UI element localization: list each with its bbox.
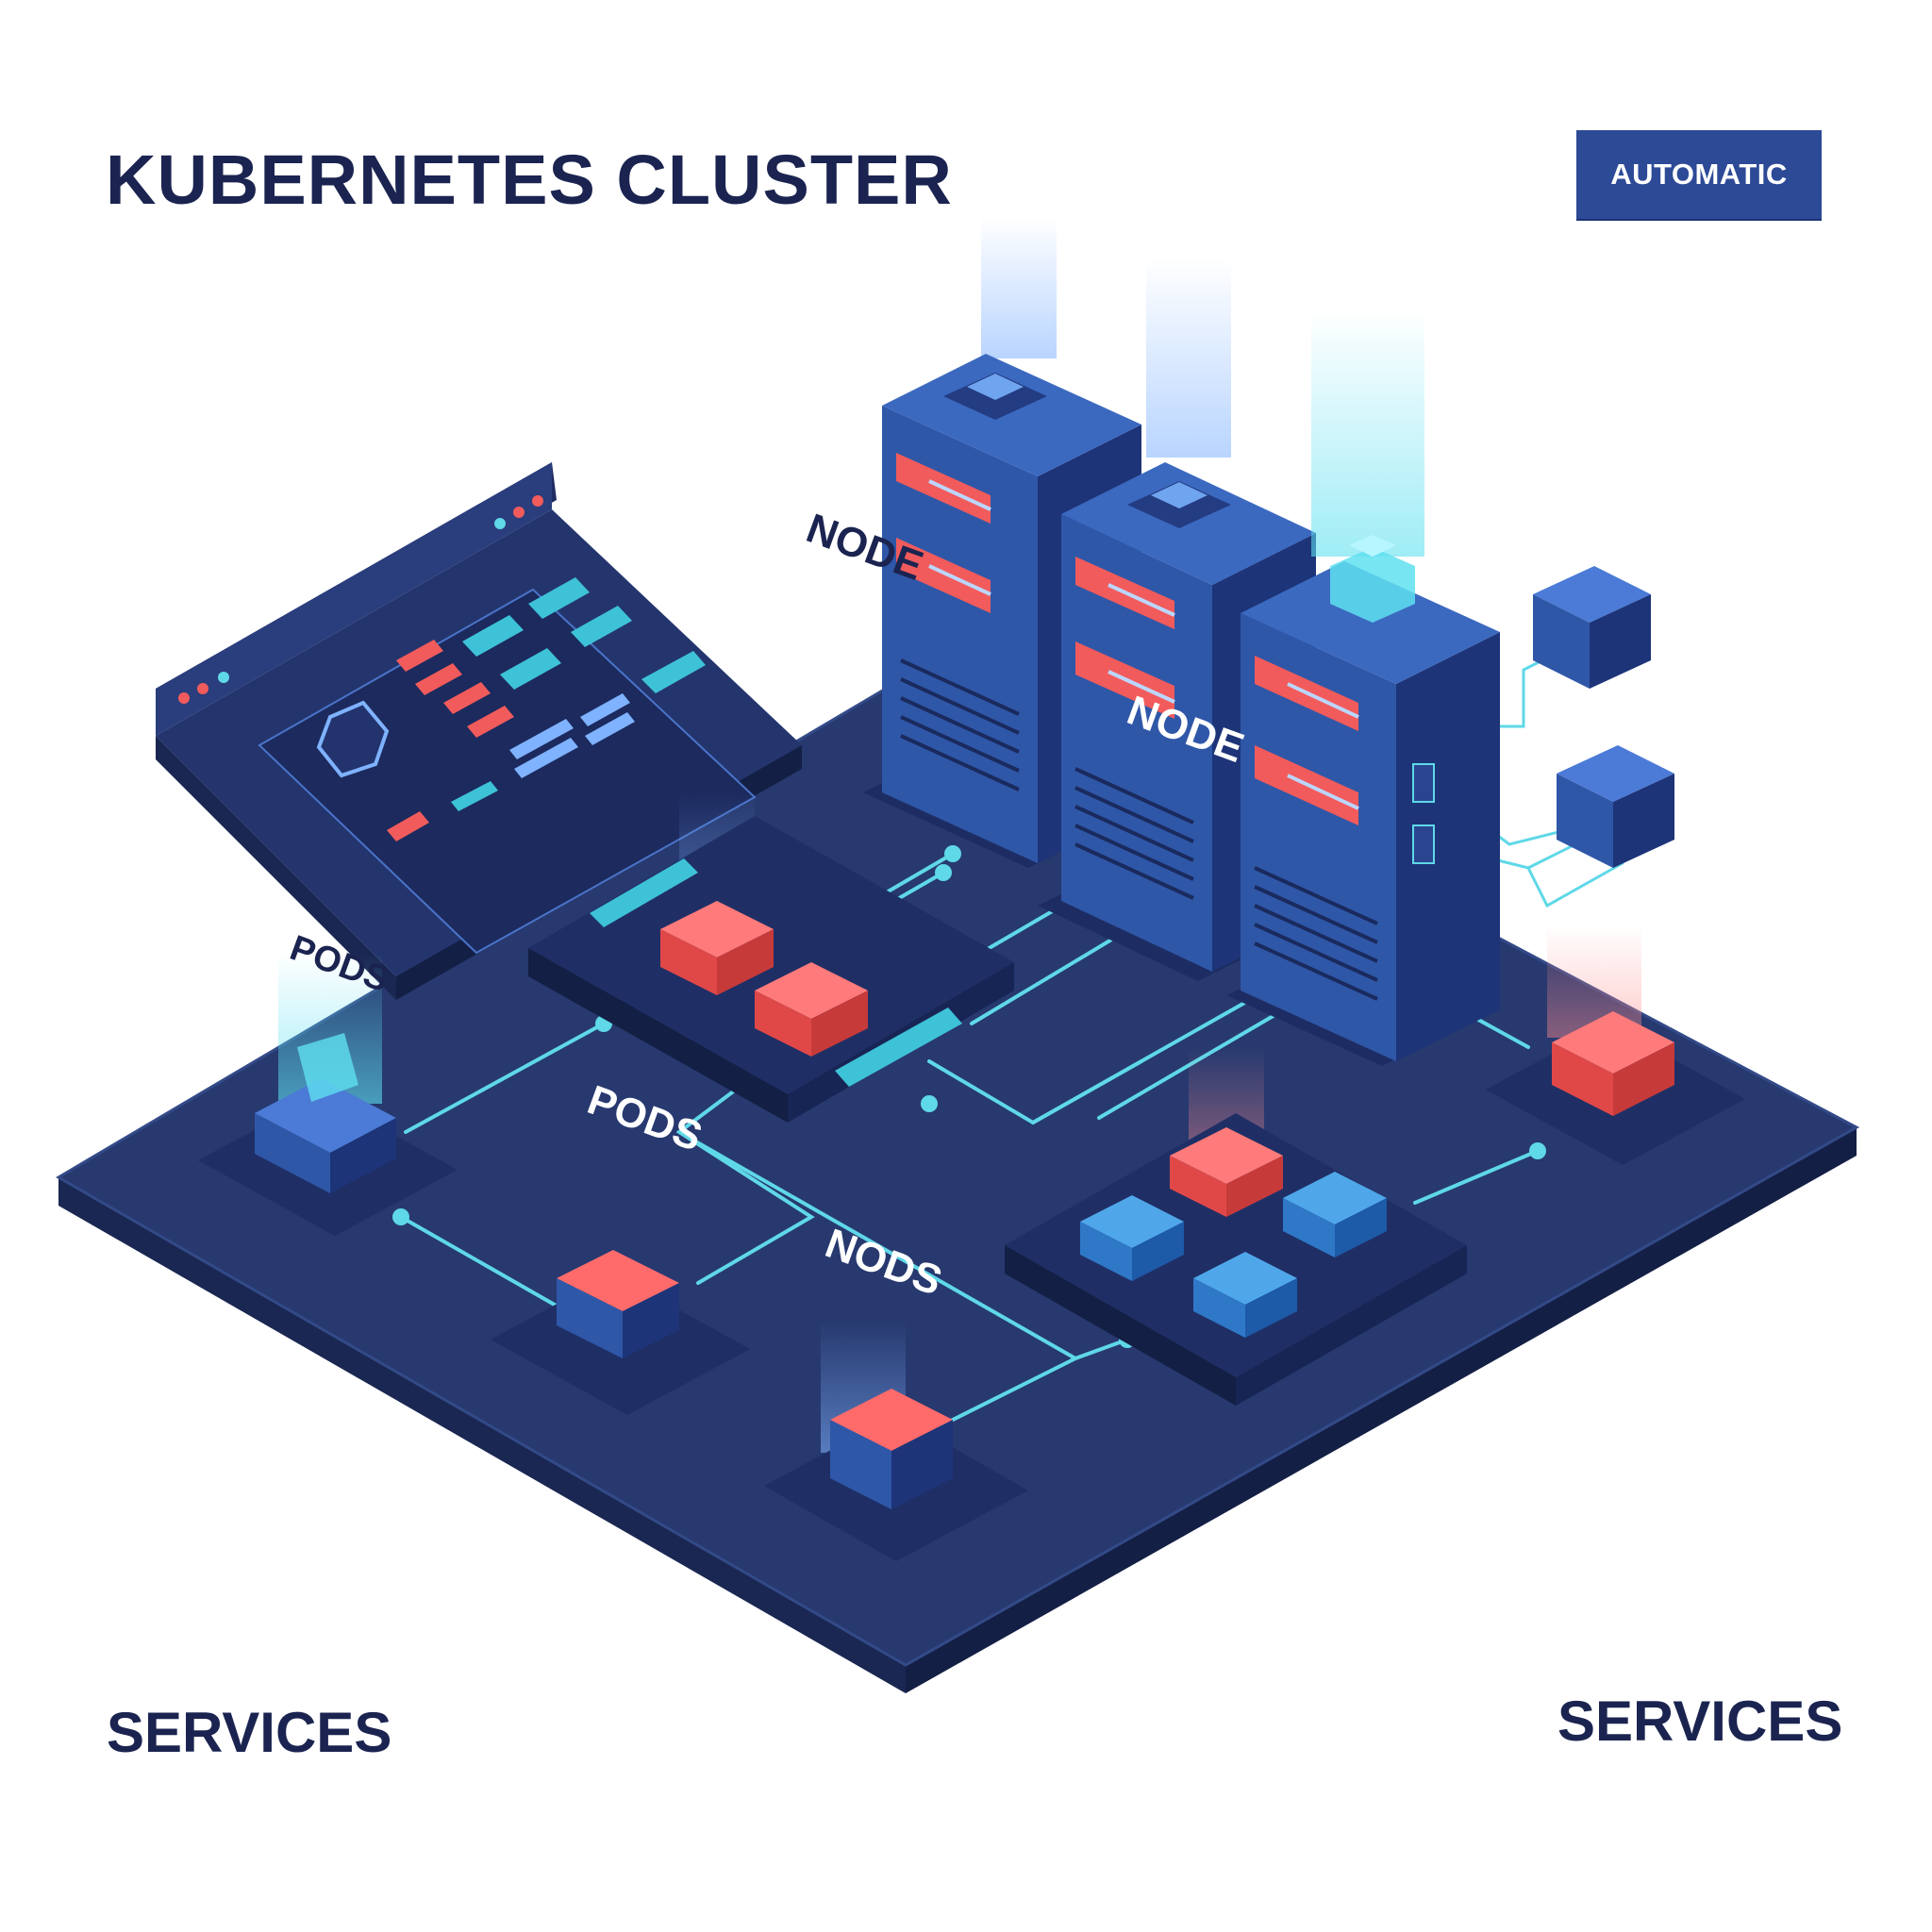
page-title: KUBERNETES CLUSTER: [106, 141, 953, 219]
service-node-middle[interactable]: [491, 1250, 750, 1415]
service-node-bottom[interactable]: [764, 1321, 1028, 1561]
storage-block-icon[interactable]: [1533, 566, 1674, 868]
server-rack-3[interactable]: [1226, 311, 1500, 1066]
container-cube-icon: [660, 901, 868, 1057]
services-label-left: SERVICES: [107, 1701, 392, 1764]
automatic-badge[interactable]: AUTOMATIC: [1576, 130, 1822, 219]
services-label-right: SERVICES: [1557, 1690, 1843, 1753]
dashboard-monitor-icon[interactable]: [156, 462, 802, 1000]
service-node-left[interactable]: [198, 953, 458, 1236]
hexagon-logo-icon: [316, 700, 390, 778]
pods-tray[interactable]: [528, 792, 1014, 1123]
pod-cluster-right[interactable]: [1005, 1047, 1467, 1406]
service-node-right[interactable]: [1486, 924, 1745, 1165]
